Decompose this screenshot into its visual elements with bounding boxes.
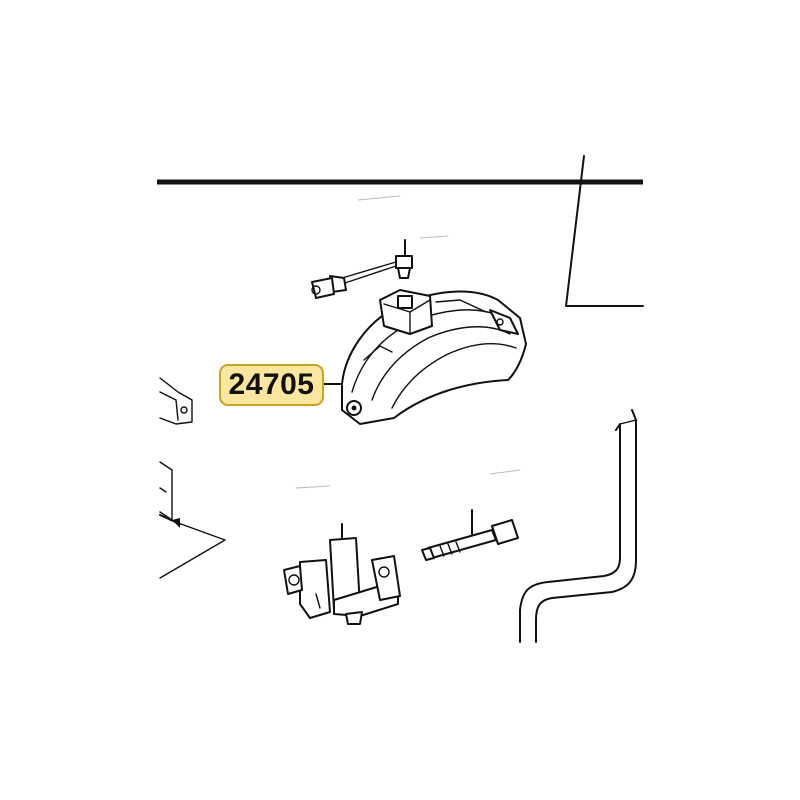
brake-caliper-24705 xyxy=(341,289,527,425)
left-clip-fragment xyxy=(159,377,193,425)
part-number-callout[interactable]: 24705 xyxy=(219,364,324,406)
brake-line-tube xyxy=(519,409,637,643)
frame-right-box xyxy=(565,155,644,307)
part-number-label: 24705 xyxy=(228,368,315,401)
lower-left-bracket xyxy=(159,461,226,579)
faint-marks xyxy=(295,195,521,489)
mounting-bracket xyxy=(283,523,401,625)
sensor-bolt xyxy=(311,239,413,299)
long-bolt xyxy=(421,509,519,561)
